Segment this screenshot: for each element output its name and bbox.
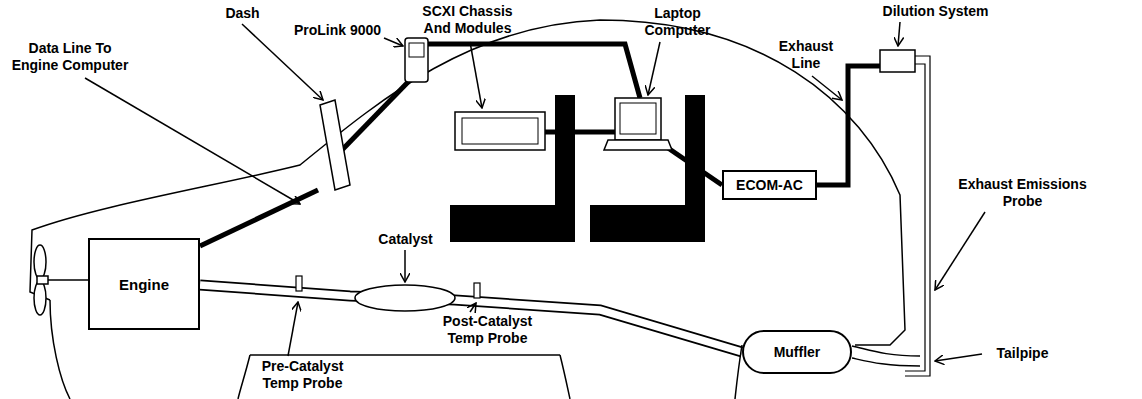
part-label: Post-Catalyst Temp Probe (435, 313, 540, 347)
tailpipe (852, 346, 920, 366)
component-name: Muffler (774, 344, 821, 360)
part-label: Exhaust Emissions Probe (955, 176, 1090, 210)
exhaust-pipe (200, 285, 742, 352)
component-box: ECOM-AC (722, 170, 817, 200)
temp-probe (474, 283, 480, 298)
part-label: Dilution System (868, 3, 1003, 20)
prolink-device (405, 38, 428, 82)
part-label: Dash (215, 5, 270, 22)
probe-line (905, 56, 930, 376)
temp-probe (296, 276, 302, 291)
catalyst-body (355, 285, 455, 311)
data-cable (426, 44, 640, 98)
data-cable (668, 148, 722, 185)
data-cable (545, 130, 615, 135)
part-label: Pre-Catalyst Temp Probe (250, 358, 355, 392)
data-line (200, 190, 318, 246)
component-name: Engine (119, 276, 169, 293)
component-name: ECOM-AC (736, 177, 803, 193)
stand (450, 95, 575, 242)
stand (590, 95, 705, 242)
part-label: Data Line To Engine Computer (5, 40, 135, 74)
body-bottom (250, 354, 560, 356)
data-cable (342, 80, 410, 150)
leader-lines (85, 22, 985, 361)
fan (34, 245, 88, 315)
muffler-box: Muffler (742, 330, 852, 374)
component-box: Engine (88, 238, 200, 330)
part-label: SCXI Chassis And Modules (410, 3, 525, 37)
part-label: Exhaust Line (772, 38, 840, 72)
car-outline (30, 20, 905, 345)
dash-panel (320, 100, 350, 190)
laptop (604, 98, 672, 150)
exhaust-line (817, 66, 880, 185)
part-label: Catalyst (368, 231, 443, 248)
part-label: Tailpipe (985, 345, 1060, 362)
part-label: ProLink 9000 (285, 22, 390, 39)
exhaust-pipe-inner (200, 285, 742, 352)
dilution-box (880, 50, 915, 72)
part-label: Laptop Computer (635, 5, 720, 39)
scxi-chassis (455, 112, 545, 150)
